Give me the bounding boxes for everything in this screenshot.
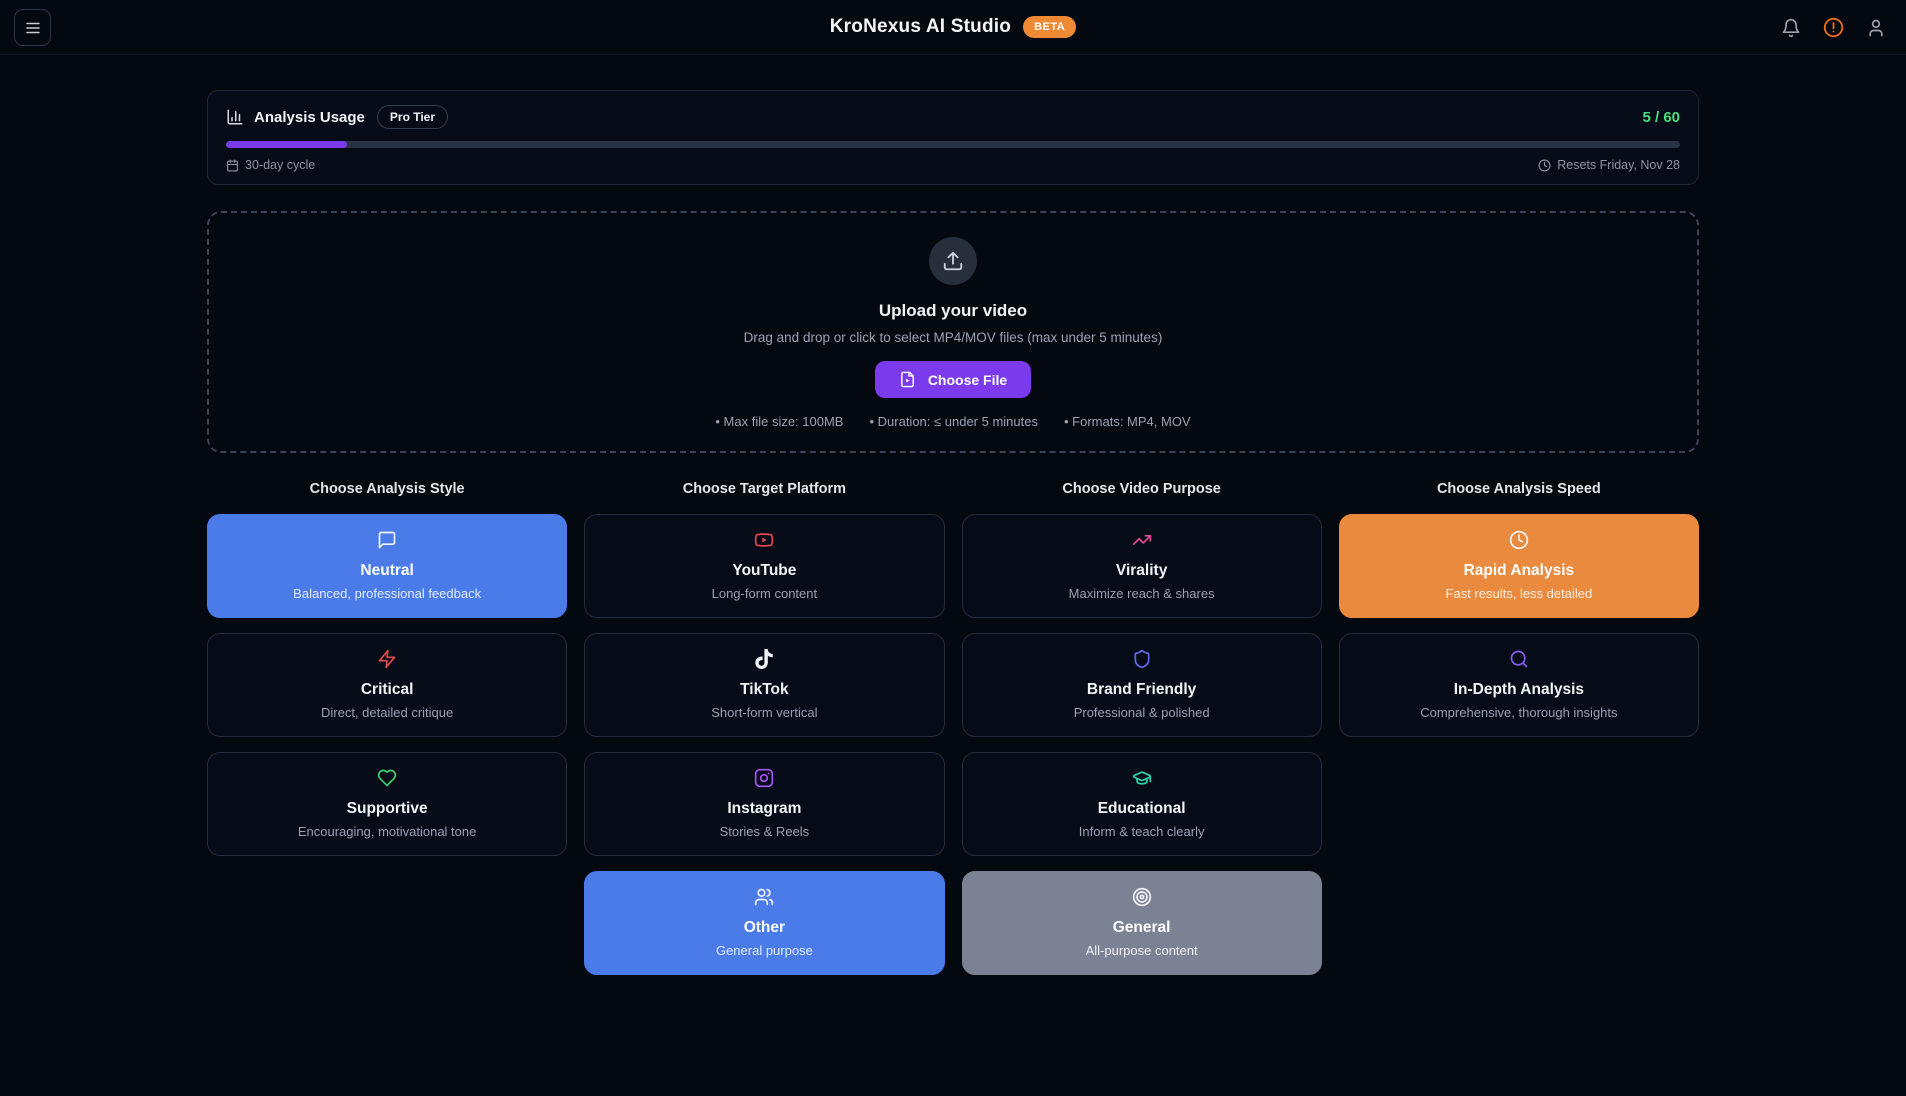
alert-circle-icon[interactable] — [1823, 17, 1844, 38]
graduation-cap-icon — [977, 768, 1307, 788]
choose-file-label: Choose File — [927, 371, 1008, 388]
app-header: KroNexus AI Studio BETA — [0, 0, 1906, 55]
card-subtitle: Comprehensive, thorough insights — [1420, 705, 1618, 720]
usage-progress-bar — [226, 141, 1680, 148]
card-subtitle: Maximize reach & shares — [1068, 586, 1215, 601]
tier-badge: Pro Tier — [376, 105, 449, 129]
card-title: Neutral — [360, 562, 414, 579]
shield-icon — [977, 649, 1307, 669]
card-subtitle: Encouraging, motivational tone — [297, 824, 477, 839]
usage-progress-fill — [226, 141, 347, 148]
platform-card-tiktok[interactable]: TikTok Short-form vertical — [584, 633, 945, 737]
main-content: Analysis Usage Pro Tier 5 / 60 30-day cy… — [207, 55, 1699, 975]
search-icon — [1354, 649, 1684, 669]
card-subtitle: Fast results, less detailed — [1445, 586, 1593, 601]
heart-icon — [222, 768, 552, 788]
purpose-card-brand-friendly[interactable]: Brand Friendly Professional & polished — [961, 633, 1322, 737]
speed-card-rapid[interactable]: Rapid Analysis Fast results, less detail… — [1338, 514, 1699, 618]
card-title: Supportive — [346, 800, 428, 817]
card-subtitle: Direct, detailed critique — [321, 705, 454, 720]
card-subtitle: General purpose — [715, 943, 813, 958]
trending-up-icon — [977, 530, 1307, 550]
upload-requirements: • Max file size: 100MB • Duration: ≤ und… — [715, 414, 1190, 429]
card-title: Virality — [1115, 562, 1168, 579]
menu-button[interactable] — [14, 9, 51, 46]
bar-chart-icon — [226, 108, 244, 126]
duration-limit: • Duration: ≤ under 5 minutes — [869, 414, 1038, 429]
card-title: YouTube — [732, 562, 797, 579]
card-title: TikTok — [740, 681, 789, 698]
zap-icon — [222, 649, 552, 669]
card-subtitle: Balanced, professional feedback — [293, 586, 482, 601]
card-title: General — [1112, 919, 1171, 936]
card-title: Educational — [1097, 800, 1186, 817]
card-title: Critical — [360, 681, 414, 698]
user-icon[interactable] — [1866, 18, 1886, 38]
calendar-icon — [226, 159, 239, 172]
youtube-icon — [599, 530, 929, 550]
card-title: In-Depth Analysis — [1453, 681, 1585, 698]
instagram-icon — [599, 768, 929, 788]
card-title: Other — [743, 919, 786, 936]
card-subtitle: Long-form content — [711, 586, 818, 601]
clock-icon — [1354, 530, 1684, 550]
usage-resets: Resets Friday, Nov 28 — [1538, 158, 1680, 172]
card-title: Instagram — [727, 800, 802, 817]
purpose-card-educational[interactable]: Educational Inform & teach clearly — [961, 752, 1322, 856]
card-subtitle: Inform & teach clearly — [1078, 824, 1205, 839]
platform-card-instagram[interactable]: Instagram Stories & Reels — [584, 752, 945, 856]
speed-card-in-depth[interactable]: In-Depth Analysis Comprehensive, thoroug… — [1338, 633, 1699, 737]
video-purpose-column: Choose Video Purpose Virality Maximize r… — [961, 481, 1322, 975]
column-header-analysis-style: Choose Analysis Style — [309, 481, 465, 497]
style-card-supportive[interactable]: Supportive Encouraging, motivational ton… — [207, 752, 568, 856]
clock-icon — [1538, 159, 1551, 172]
column-header-analysis-speed: Choose Analysis Speed — [1436, 481, 1601, 497]
target-platform-column: Choose Target Platform YouTube Long-form… — [584, 481, 945, 975]
choose-file-button[interactable]: Choose File — [874, 361, 1032, 398]
platform-card-other[interactable]: Other General purpose — [584, 871, 945, 975]
card-subtitle: All-purpose content — [1085, 943, 1198, 958]
analysis-speed-column: Choose Analysis Speed Rapid Analysis Fas… — [1338, 481, 1699, 737]
card-subtitle: Stories & Reels — [719, 824, 810, 839]
app-title: KroNexus AI Studio — [829, 16, 1012, 37]
options-grid: Choose Analysis Style Neutral Balanced, … — [207, 481, 1699, 975]
upload-icon — [929, 237, 977, 285]
style-card-critical[interactable]: Critical Direct, detailed critique — [207, 633, 568, 737]
target-icon — [977, 887, 1307, 907]
formats: • Formats: MP4, MOV — [1063, 414, 1191, 429]
file-video-icon — [899, 371, 916, 388]
upload-dropzone[interactable]: Upload your video Drag and drop or click… — [207, 211, 1699, 453]
card-title: Brand Friendly — [1086, 681, 1197, 698]
usage-title: Analysis Usage — [254, 108, 365, 126]
platform-card-youtube[interactable]: YouTube Long-form content — [584, 514, 945, 618]
analysis-usage-card: Analysis Usage Pro Tier 5 / 60 30-day cy… — [207, 90, 1699, 185]
column-header-target-platform: Choose Target Platform — [682, 481, 847, 497]
upload-title: Upload your video — [878, 301, 1028, 320]
purpose-card-virality[interactable]: Virality Maximize reach & shares — [961, 514, 1322, 618]
card-subtitle: Short-form vertical — [711, 705, 818, 720]
card-title: Rapid Analysis — [1463, 562, 1575, 579]
usage-cycle: 30-day cycle — [226, 158, 315, 172]
users-icon — [599, 887, 929, 907]
analysis-style-column: Choose Analysis Style Neutral Balanced, … — [207, 481, 568, 856]
usage-count: 5 / 60 — [1642, 108, 1680, 126]
column-header-video-purpose: Choose Video Purpose — [1062, 481, 1221, 497]
max-file-size: • Max file size: 100MB — [715, 414, 844, 429]
tiktok-icon — [599, 649, 929, 669]
purpose-card-general[interactable]: General All-purpose content — [961, 871, 1322, 975]
menu-icon — [24, 19, 42, 37]
upload-subtitle: Drag and drop or click to select MP4/MOV… — [743, 330, 1163, 345]
style-card-neutral[interactable]: Neutral Balanced, professional feedback — [207, 514, 568, 618]
card-subtitle: Professional & polished — [1073, 705, 1210, 720]
bell-icon[interactable] — [1781, 18, 1801, 38]
message-square-icon — [222, 530, 552, 550]
beta-badge: BETA — [1023, 16, 1077, 38]
